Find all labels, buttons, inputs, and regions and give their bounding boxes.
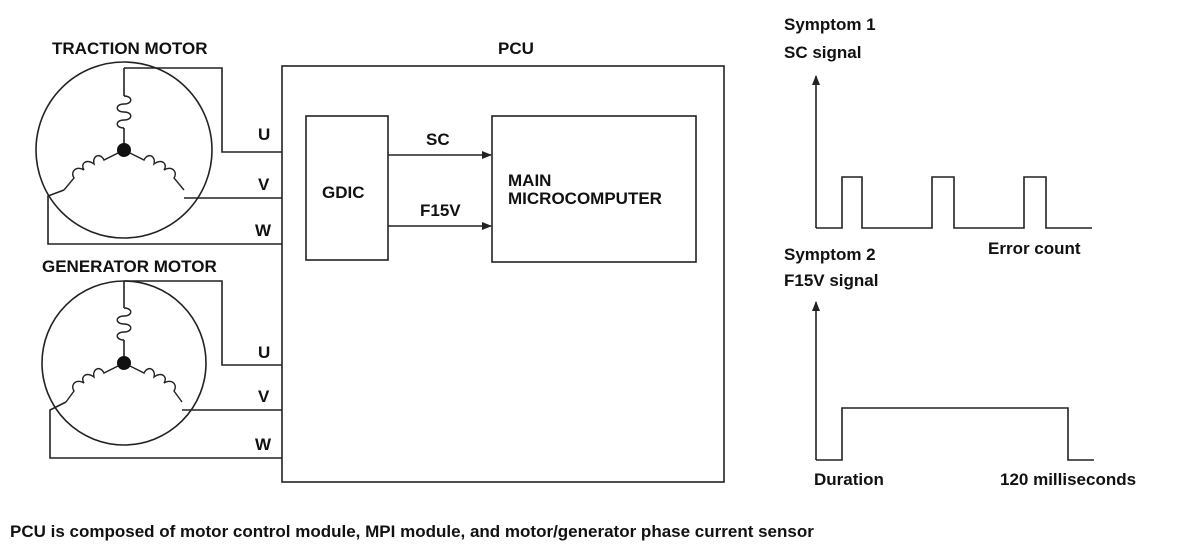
main-label-line1: MAIN — [508, 171, 551, 190]
generator-motor-title: GENERATOR MOTOR — [42, 257, 217, 276]
sc-signal-label: SC — [426, 130, 450, 149]
symptom1-sc-waveform — [816, 176, 1092, 229]
traction-motor-wires — [47, 67, 282, 245]
traction-terminal-v: V — [258, 175, 270, 194]
symptom2-title: Symptom 2 — [784, 245, 876, 264]
generator-motor-symbol — [41, 280, 207, 446]
pcu-title: PCU — [498, 39, 534, 58]
symptom1-title: Symptom 1 — [784, 15, 876, 34]
symptom2-f15v-waveform — [816, 407, 1094, 461]
traction-terminal-u: U — [258, 125, 270, 144]
symptom2-x-label-left: Duration — [814, 470, 884, 489]
gdic-label: GDIC — [322, 183, 365, 202]
generator-terminal-w: W — [255, 435, 272, 454]
gdic-box — [305, 115, 389, 261]
symptom2-x-label-right: 120 milliseconds — [1000, 470, 1136, 489]
generator-terminal-v: V — [258, 387, 270, 406]
figure-caption: PCU is composed of motor control module,… — [10, 522, 814, 541]
symptom2-subtitle: F15V signal — [784, 271, 878, 290]
generator-motor-wires — [49, 280, 282, 459]
traction-motor-symbol — [35, 61, 213, 239]
traction-terminal-w: W — [255, 221, 272, 240]
f15v-signal-label: F15V — [420, 201, 461, 220]
symptom1-subtitle: SC signal — [784, 43, 861, 62]
generator-terminal-u: U — [258, 343, 270, 362]
main-label-line2: MICROCOMPUTER — [508, 189, 662, 208]
traction-motor-title: TRACTION MOTOR — [52, 39, 208, 58]
pcu-box — [281, 65, 725, 483]
symptom1-x-label: Error count — [988, 239, 1081, 258]
main-microcomputer-box — [491, 115, 697, 263]
